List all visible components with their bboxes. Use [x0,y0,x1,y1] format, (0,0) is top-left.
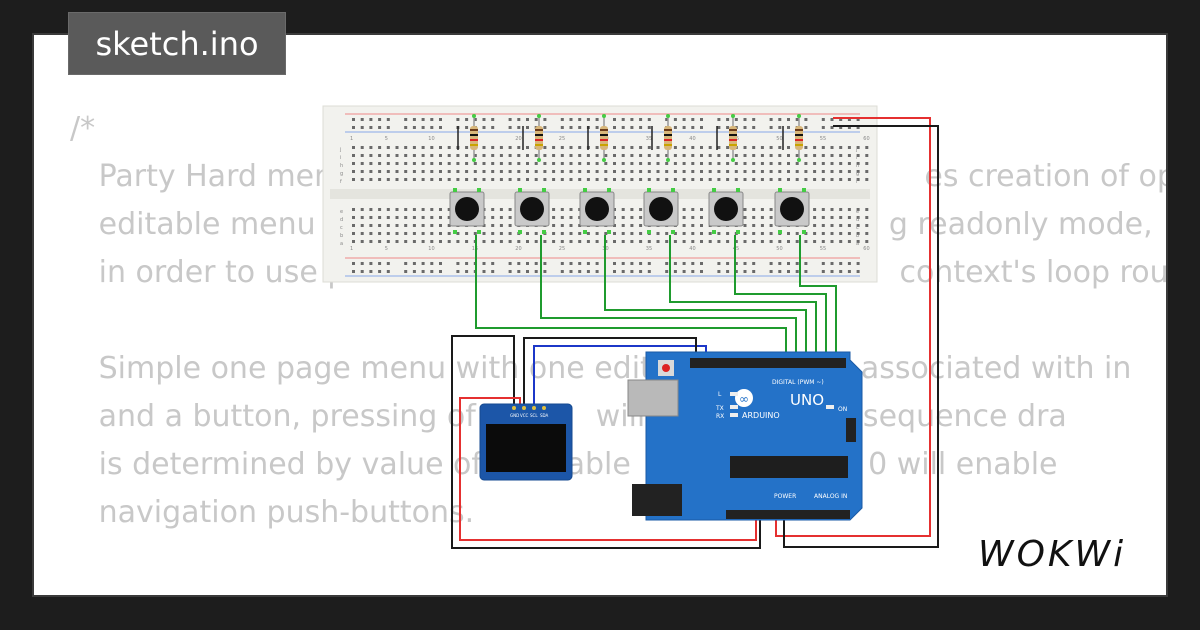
code-line: Party Hard men es creation of opti [98,159,1166,194]
row-letter: d [856,217,859,223]
column-number: 40 [689,246,695,252]
code-line: navigation push-buttons. [70,495,475,530]
row-letter: g [856,171,859,177]
column-number: 55 [820,136,826,142]
row-letter: c [340,225,343,231]
sketch-title-tab[interactable]: sketch.ino [68,12,286,75]
row-letter: i [340,155,341,161]
row-letter: a [340,241,343,247]
wire-black-scl [523,337,697,408]
column-number: 5 [385,246,388,252]
column-number: 35 [646,136,652,142]
pushbutton[interactable] [449,188,485,234]
resistor [664,116,672,160]
wire-green-3 [604,235,807,358]
column-number: 35 [646,246,652,252]
column-number: 50 [776,246,782,252]
column-number: 60 [863,246,869,252]
row-letter: e [856,209,859,215]
column-number: 1 [350,246,353,252]
wire-green-1 [475,235,787,358]
column-number: 25 [559,136,565,142]
code-line: in order to use p context's loop rou [98,255,1166,290]
code-line: /* [70,111,96,146]
board-brand: ARDUINO [742,411,780,420]
resistor [600,116,608,160]
row-letter: d [340,217,343,223]
analog-label: ANALOG IN [814,493,847,500]
row-letter: h [856,163,859,169]
pushbutton[interactable] [514,188,550,234]
wires [451,117,939,549]
pushbutton[interactable] [774,188,810,234]
oled-pin-label: SCL [530,413,538,418]
code-line: UG: Gilb... [70,585,1166,595]
wire-green-2 [540,235,797,358]
oled-pin-label: VCC [520,413,529,418]
resistor [470,116,478,160]
svg-text:∞: ∞ [739,392,749,406]
pushbutton[interactable] [579,188,615,234]
wire-black-gnd [783,125,939,548]
column-number: 20 [515,136,521,142]
column-number: 1 [350,136,353,142]
column-number: 60 [863,136,869,142]
column-number: 40 [689,136,695,142]
column-number: 50 [776,136,782,142]
column-number: 15 [472,246,478,252]
row-letter: h [340,163,343,169]
rx-label: RX [716,413,724,420]
code-line: editable menu it g readonly mode, [98,207,1153,242]
column-number: 10 [428,136,434,142]
l-label: L [718,391,722,398]
wire-black-oled-gnd [451,335,761,549]
digital-label: DIGITAL (PWM ~) [772,379,824,386]
arduino-uno: ∞ ARDUINO UNO DIGITAL (PWM ~) POWER ANAL… [627,351,863,521]
board-model: UNO [790,391,824,409]
row-letter: i [856,155,857,161]
tx-label: TX [715,405,724,412]
row-letter: b [856,233,859,239]
pushbutton[interactable] [643,188,679,234]
column-number: 5 [385,136,388,142]
row-letter: f [340,179,342,185]
resistor [795,116,803,160]
wire-green-5 [734,235,827,358]
row-letter: f [856,179,858,185]
row-letter: c [856,225,859,231]
row-letter: j [339,147,341,153]
wire-green-4 [669,235,817,358]
resistor [535,116,543,160]
on-label: ON [838,406,847,413]
wokwi-logo: WOKWi [978,534,1126,575]
column-number: 20 [515,246,521,252]
row-letter: j [855,147,857,153]
column-number: 55 [820,246,826,252]
wokwi-logo-text: WOKWi [978,534,1126,575]
row-letter: a [856,241,859,247]
row-letter: g [340,171,343,177]
wire-red-vcc [775,117,931,537]
wire-red-oled-vcc [459,397,757,541]
oled-pin-label: GND [510,413,519,418]
resistor [729,116,737,160]
row-letter: b [340,233,343,239]
pushbutton[interactable] [708,188,744,234]
wire-green-6 [799,235,837,358]
power-label: POWER [774,493,796,500]
oled-pin-label: SDA [540,413,549,418]
row-letter: e [340,209,343,215]
column-number: 25 [559,246,565,252]
column-number: 10 [428,246,434,252]
